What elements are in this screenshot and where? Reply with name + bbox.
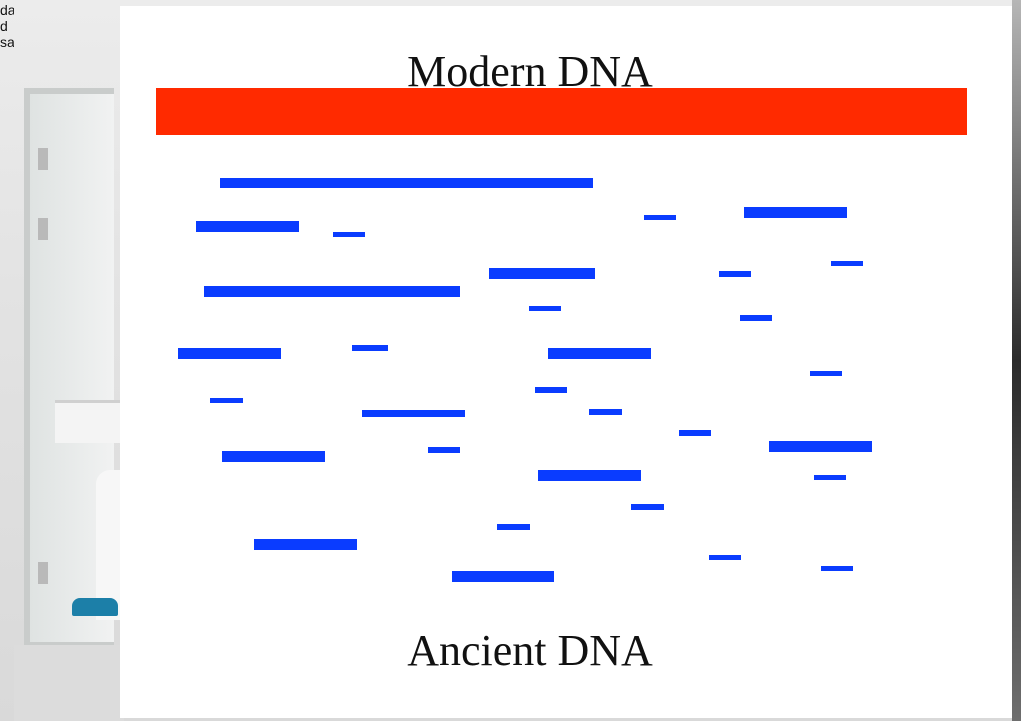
ancient-dna-fragment bbox=[821, 566, 853, 571]
ancient-dna-fragment bbox=[333, 232, 365, 237]
floor bbox=[14, 645, 124, 721]
ancient-dna-fragment bbox=[631, 504, 664, 510]
ancient-dna-fragment bbox=[222, 451, 325, 462]
ancient-dna-fragment bbox=[210, 398, 243, 403]
ancient-dna-fragment bbox=[178, 348, 281, 359]
ancient-dna-fragment bbox=[740, 315, 772, 321]
ancient-dna-fragment bbox=[352, 345, 388, 351]
lab-bench bbox=[55, 400, 120, 443]
right-edge-photo bbox=[1012, 0, 1021, 721]
ancient-dna-fragment bbox=[489, 268, 595, 279]
ancient-dna-fragment bbox=[362, 410, 465, 417]
ancient-dna-fragment bbox=[679, 430, 711, 436]
ancient-dna-fragment bbox=[529, 306, 561, 311]
door-hinge bbox=[38, 562, 48, 584]
ancient-dna-fragment bbox=[497, 524, 530, 530]
modern-dna-strand bbox=[156, 88, 967, 135]
ancient-dna-fragment bbox=[204, 286, 460, 297]
ancient-dna-fragment bbox=[196, 221, 299, 232]
ancient-dna-fragment bbox=[452, 571, 554, 582]
ancient-dna-fragment bbox=[428, 447, 460, 453]
ancient-dna-fragment bbox=[589, 409, 622, 415]
door-hinge bbox=[38, 148, 48, 170]
corner-text-line-3: sa bbox=[0, 34, 14, 50]
ancient-dna-title: Ancient DNA bbox=[407, 626, 653, 675]
ancient-dna-fragment bbox=[709, 555, 741, 560]
ancient-dna-fragment bbox=[814, 475, 846, 480]
ancient-dna-fragment bbox=[220, 178, 593, 188]
person-in-lab-suit bbox=[96, 470, 121, 620]
corner-text-line-1: da bbox=[0, 2, 14, 18]
ancient-dna-fragment bbox=[831, 261, 863, 266]
modern-dna-title: Modern DNA bbox=[407, 47, 653, 96]
ancient-dna-fragment bbox=[644, 215, 676, 220]
ancient-dna-fragment bbox=[548, 348, 651, 359]
ancient-dna-fragment bbox=[769, 441, 872, 452]
ancient-dna-fragment bbox=[810, 371, 842, 376]
corner-text-line-2: d bbox=[0, 18, 8, 34]
ancient-dna-fragment bbox=[254, 539, 357, 550]
dna-slide: Modern DNA Ancient DNA bbox=[120, 6, 1012, 718]
door-hinge bbox=[38, 218, 48, 240]
shoe-cover bbox=[72, 598, 118, 616]
ancient-dna-fragment bbox=[719, 271, 751, 277]
ancient-dna-fragment bbox=[535, 387, 567, 393]
ancient-dna-fragment bbox=[538, 470, 641, 481]
corner-text: da d sa bbox=[0, 2, 14, 50]
ancient-dna-fragment bbox=[744, 207, 847, 218]
